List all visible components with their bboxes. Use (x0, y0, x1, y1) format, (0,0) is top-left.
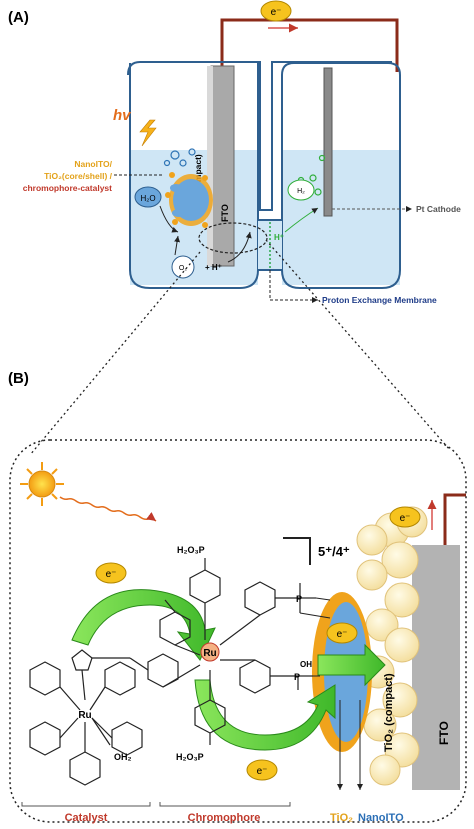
electron-b-2: e⁻ (389, 506, 421, 528)
membrane-leader (269, 270, 318, 303)
h-plus-mid: H⁺ (274, 233, 284, 242)
zoom-ellipse (198, 222, 268, 254)
h-plus-left: + H⁺ (205, 263, 222, 272)
electron-b-3-text: e⁻ (337, 629, 348, 640)
pt-cathode-label: Pt Cathode (416, 204, 461, 214)
left-label-line2: TiO₂(core/shell) / (44, 171, 112, 181)
electron-a-text: e⁻ (271, 7, 282, 18)
fto-electrode-b (412, 545, 460, 790)
electron-b-4: e⁻ (246, 759, 278, 781)
electron-b-1: e⁻ (95, 562, 127, 584)
tio2-compact-b: TiO₂ (compact) (383, 673, 395, 752)
h2o3p-top: H₂O₃P (177, 545, 205, 555)
anchor-top (315, 597, 331, 601)
wire-b (443, 493, 466, 545)
oh-label: OH (300, 660, 312, 669)
chromophore-structure (147, 558, 316, 745)
h2-molecule: H₂ (287, 179, 315, 201)
external-wire (220, 18, 399, 72)
left-label-line1: NanoITO/ (74, 159, 112, 169)
o2-bubbles (163, 148, 196, 167)
oxidation-state: 5⁺/4⁺ (318, 544, 350, 559)
fto-b: FTO (437, 721, 451, 745)
left-label-line3: chromophore-catalyst (23, 183, 112, 193)
panel-a-label: (A) (8, 9, 29, 26)
h2o-molecule: H₂O (134, 186, 162, 208)
light-wave (59, 496, 157, 522)
anode-electrode (207, 65, 235, 267)
lightning-icon (139, 119, 157, 147)
green-arrow-transfer (317, 643, 386, 687)
chromophore-label: Chromophore (188, 812, 261, 824)
zoom-frame (9, 439, 467, 823)
cathode-compartment (281, 62, 401, 289)
o2-text: O₂ (179, 265, 187, 272)
h2o3p-bottom: H₂O₃P (176, 752, 204, 762)
chromophore-bracket (159, 802, 291, 807)
green-arrow-bottom (194, 679, 336, 751)
h2-text: H₂ (297, 188, 305, 195)
zoom-line-left (29, 251, 201, 456)
h2o-text: H₂O (140, 194, 155, 203)
nanoito-label: NanoITO (358, 812, 404, 824)
nanoito-cluster (165, 172, 213, 228)
hv-label: hv (113, 107, 132, 124)
ru-catalyst-label: Ru (78, 710, 91, 721)
ru-center-atom (200, 642, 220, 662)
panel-b-label: (B) (8, 370, 29, 387)
ru-center-label: Ru (203, 648, 216, 659)
membrane-label: Proton Exchange Membrane (322, 295, 437, 305)
oxidation-bracket (283, 537, 311, 565)
electron-a: e⁻ (260, 0, 292, 22)
electron-b-4-text: e⁻ (257, 766, 268, 777)
pt-cathode-electrode (323, 67, 333, 217)
anchor-top-2 (299, 612, 331, 619)
green-arrow-top (71, 589, 216, 661)
p-bottom: P (294, 672, 300, 682)
electron-b-1-text: e⁻ (106, 569, 117, 580)
sun-icon (20, 462, 64, 506)
electron-b-2-text: e⁻ (400, 513, 411, 524)
p-top: P (296, 594, 302, 604)
fto-a: FTO (220, 204, 230, 222)
electron-b-3: e⁻ (326, 622, 358, 644)
oh2-label: OH₂ (114, 752, 132, 762)
o2-molecule: O₂ (171, 255, 195, 279)
catalyst-label: Catalyst (65, 812, 108, 824)
tio2-label: TiO₂ (330, 812, 353, 824)
catalyst-bracket (21, 802, 151, 807)
zoom-line-right (265, 239, 451, 451)
catalyst-structure (29, 649, 149, 786)
